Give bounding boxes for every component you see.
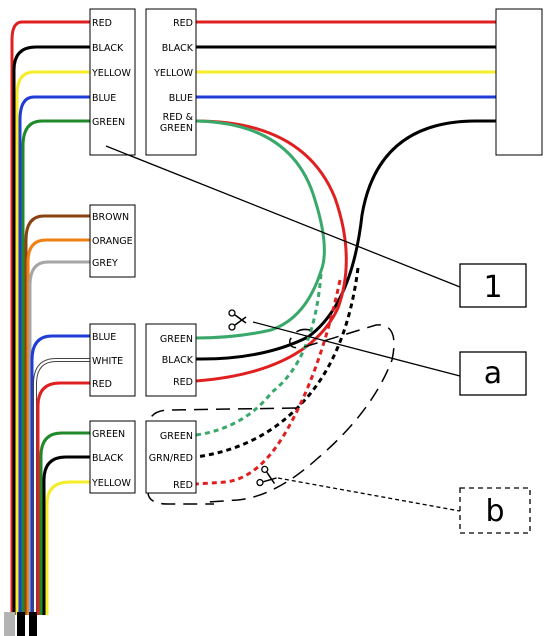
label-lower-left-red: RED <box>92 379 112 390</box>
label-middle-left-grey: GREY <box>92 258 118 269</box>
label-middle-left-orange: ORANGE <box>92 236 133 247</box>
label-bottom-left-black: BLACK <box>92 453 124 464</box>
callout-box-1 <box>459 263 527 308</box>
run-wire-black-curve <box>195 119 496 361</box>
bundle-wire-black-top <box>12 45 90 615</box>
callout-label-a: a <box>484 356 502 391</box>
label-lower-left-white: WHITE <box>92 356 123 367</box>
bundle-wire-green-bottom <box>39 431 90 615</box>
callout-box-a <box>459 351 527 396</box>
label-lower-mid-black: BLACK <box>162 355 194 366</box>
run-wire-green-curve <box>195 119 326 340</box>
bundle-wire-black-bottom <box>42 455 90 615</box>
block-top-mid <box>145 8 197 156</box>
label-lower-mid-red: RED <box>173 377 193 388</box>
scissors-icon <box>228 309 247 331</box>
cable-end-black-1 <box>17 612 25 636</box>
label-bottom-left-yellow: YELLOW <box>91 478 132 489</box>
label-middle-left-brown: BROWN <box>92 212 129 223</box>
cable-end-grey <box>4 612 15 636</box>
label-top-left-black: BLACK <box>92 43 124 54</box>
leader-line-a <box>252 321 461 377</box>
callout-label-b: b <box>485 494 504 529</box>
dashed-wire-red <box>195 279 342 486</box>
block-lower-mid <box>145 323 197 397</box>
dashed-loop <box>207 324 395 503</box>
bundle-wire-grey <box>28 260 90 615</box>
block-right <box>495 8 543 156</box>
label-bottom-mid-green: GREEN <box>160 431 193 442</box>
bundle-wire-blue-lower <box>30 334 90 615</box>
block-bottom-mid <box>145 420 197 494</box>
label-lower-left-blue: BLUE <box>92 332 116 343</box>
label-top-mid-yellow: YELLOW <box>153 68 194 79</box>
block-middle-left <box>89 204 136 278</box>
label-bottom-mid-red: RED <box>173 480 193 491</box>
cable-end-black-2 <box>29 612 37 636</box>
bundle-wire-blue-top <box>18 95 90 615</box>
label-top-left-blue: BLUE <box>92 93 116 104</box>
label-top-mid-red: RED <box>173 18 193 29</box>
label-bottom-left-green: GREEN <box>92 429 125 440</box>
label-lower-mid-green: GREEN <box>160 334 193 345</box>
block-top-left <box>89 8 136 156</box>
bundle-wire-green-top <box>21 119 90 615</box>
label-top-mid-red-and: RED & <box>163 112 194 123</box>
block-lower-left <box>89 323 136 397</box>
callout-label-1: 1 <box>483 270 502 305</box>
bundle-wire-white <box>34 359 90 615</box>
label-top-left-red: RED <box>92 18 112 29</box>
label-top-mid-blue: BLUE <box>169 93 193 104</box>
bundle-wire-red-top <box>10 20 90 615</box>
label-top-left-green: GREEN <box>92 117 125 128</box>
label-top-mid-green: GREEN <box>160 123 193 134</box>
callout-box-b <box>459 487 531 534</box>
dashed-wire-green <box>195 273 323 437</box>
block-bottom-left <box>89 420 136 494</box>
bundle-wire-yellow-top <box>15 70 90 615</box>
dashed-box <box>147 407 297 505</box>
label-top-mid-black: BLACK <box>162 43 194 54</box>
bundle-wire-red-lower <box>36 381 90 615</box>
leader-line-1 <box>105 145 461 288</box>
label-top-left-yellow: YELLOW <box>91 68 132 79</box>
scissors-icon <box>256 465 277 487</box>
bundle-wire-brown <box>24 214 90 615</box>
label-bottom-mid-grnred: GRN/RED <box>149 453 193 464</box>
leader-line-b <box>277 477 461 512</box>
bundle-wire-orange <box>26 238 90 615</box>
bundle-wire-yellow-bottom <box>45 480 90 615</box>
run-wire-red-curve <box>195 119 348 383</box>
